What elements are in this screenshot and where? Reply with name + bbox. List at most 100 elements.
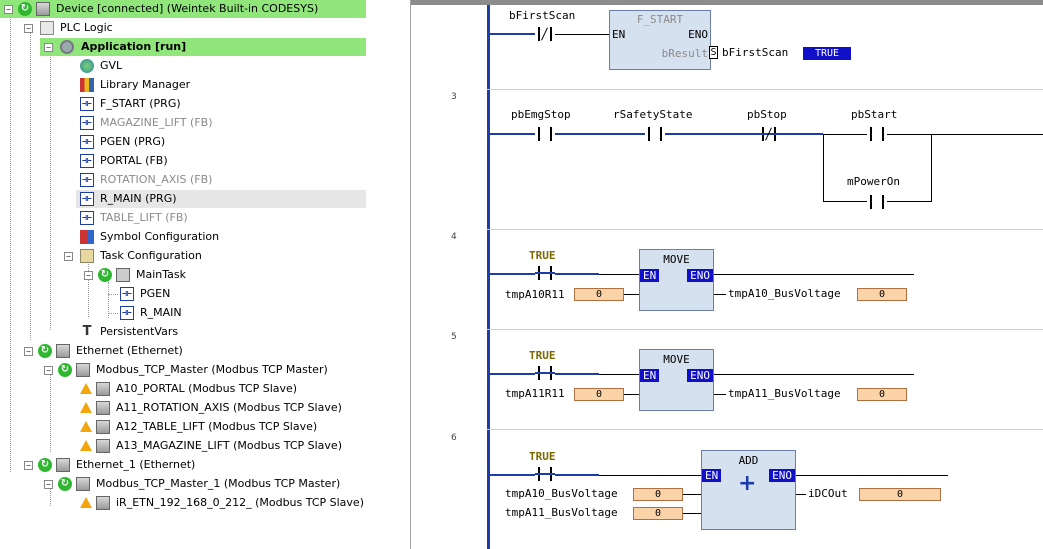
contact-true[interactable] [535, 266, 555, 280]
tree-item-label: iR_ETN_192_168_0_212_ (Modbus TCP Slave) [116, 496, 364, 509]
tree-item-plc-logic[interactable]: − PLC Logic [0, 19, 366, 37]
tree-item-r-main[interactable]: ⊣⊢ R_MAIN (PRG) [76, 190, 366, 208]
wire [599, 274, 639, 275]
tree-item-application[interactable]: − Application [run] [40, 38, 366, 56]
tree-item-label: A13_MAGAZINE_LIFT (Modbus TCP Slave) [116, 439, 342, 452]
tree-item-device[interactable]: − ↻ Device [connected] (Weintek Built-in… [0, 0, 366, 18]
pin-en: EN [612, 28, 626, 41]
online-value-box: 0 [574, 388, 624, 401]
tree-item-library-manager[interactable]: Library Manager [0, 76, 366, 94]
tree-item-gvl[interactable]: GVL [0, 57, 366, 75]
contact-label-bfirstscan: bFirstScan [509, 9, 576, 22]
input-var-tmpa10r11: tmpA10R11 [505, 288, 565, 301]
panel-splitter[interactable] [366, 0, 410, 549]
energized-wire [555, 273, 599, 275]
tree-item-label: A11_ROTATION_AXIS (Modbus TCP Slave) [116, 401, 342, 414]
ladder-editor: bFirstScan F_START EN ENO bResult S bFir… [410, 0, 1043, 549]
contact-rsafetystate[interactable] [645, 127, 665, 141]
pin-eno: ENO [688, 28, 708, 41]
tree-item-table-lift[interactable]: ⊣⊢ TABLE_LIFT (FB) [0, 209, 366, 227]
network-separator [487, 429, 1043, 430]
tree-item-a10-portal[interactable]: A10_PORTAL (Modbus TCP Slave) [0, 380, 366, 398]
collapse-icon[interactable]: − [84, 271, 93, 280]
contact-mpoweron[interactable] [867, 195, 887, 209]
tree-item-a11-rotation-axis[interactable]: A11_ROTATION_AXIS (Modbus TCP Slave) [0, 399, 366, 417]
contact-nc-bfirstscan[interactable] [535, 27, 555, 41]
contact-true[interactable] [535, 467, 555, 481]
ethernet-icon [56, 344, 70, 358]
set-coil[interactable]: S [709, 46, 718, 59]
fb-add[interactable]: ADD EN ENO + [701, 450, 796, 530]
tree-item-persistentvars[interactable]: T PersistentVars [0, 323, 366, 341]
tree-item-portal[interactable]: ⊣⊢ PORTAL (FB) [0, 152, 366, 170]
contact-pbemgstop[interactable] [535, 127, 555, 141]
parallel-branch [823, 134, 824, 202]
contact-online-value: TRUE [529, 450, 556, 463]
output-var-tmpa11-busvoltage: tmpA11_BusVoltage [728, 387, 841, 400]
energized-wire [489, 273, 535, 275]
tree-item-symbol-configuration[interactable]: Symbol Configuration [0, 228, 366, 246]
parallel-branch [931, 134, 932, 202]
wire [624, 394, 639, 395]
program-call-icon: ⊣⊢ [120, 306, 134, 320]
collapse-icon[interactable]: − [44, 366, 53, 375]
collapse-icon[interactable]: − [64, 252, 73, 261]
tree-item-rotation-axis[interactable]: ⊣⊢ ROTATION_AXIS (FB) [0, 171, 366, 189]
wire [555, 34, 609, 35]
tree-item-modbus-tcp-master-1[interactable]: − ↻ Modbus_TCP_Master_1 (Modbus TCP Mast… [0, 475, 366, 493]
tree-item-ethernet[interactable]: − ↻ Ethernet (Ethernet) [0, 342, 366, 360]
wire [887, 201, 931, 202]
warning-icon [80, 497, 92, 508]
modbus-slave-icon [96, 420, 110, 434]
pin-eno: ENO [769, 469, 795, 482]
wire [714, 294, 726, 295]
tree-item-modbus-tcp-master[interactable]: − ↻ Modbus_TCP_Master (Modbus TCP Master… [0, 361, 366, 379]
tree-item-label: PGEN (PRG) [100, 135, 166, 148]
tree-item-f-start[interactable]: ⊣⊢ F_START (PRG) [0, 95, 366, 113]
tree-item-a12-table-lift[interactable]: A12_TABLE_LIFT (Modbus TCP Slave) [0, 418, 366, 436]
energized-wire [489, 373, 535, 375]
modbus-slave-icon [96, 401, 110, 415]
tree-item-task-pgen[interactable]: ⊣⊢ PGEN [0, 285, 366, 303]
tree-item-label: Ethernet_1 (Ethernet) [76, 458, 196, 471]
online-value-box: 0 [857, 288, 907, 301]
contact-true[interactable] [535, 366, 555, 380]
contact-pbstart[interactable] [867, 127, 887, 141]
tree-item-label: TABLE_LIFT (FB) [100, 211, 188, 224]
tree-item-pgen[interactable]: ⊣⊢ PGEN (PRG) [0, 133, 366, 151]
collapse-icon[interactable]: − [44, 43, 53, 52]
tree-item-label: A10_PORTAL (Modbus TCP Slave) [116, 382, 298, 395]
ladder-pou-icon: ⊣⊢ [80, 135, 94, 149]
tree-item-task-r-main[interactable]: ⊣⊢ R_MAIN [0, 304, 366, 322]
wire [823, 201, 867, 202]
connected-status-icon: ↻ [38, 344, 52, 358]
network-number: 5 [451, 332, 457, 342]
contact-nc-pbstop[interactable] [759, 127, 779, 141]
tree-item-maintask[interactable]: − ↻ MainTask [0, 266, 366, 284]
online-value-box: 0 [633, 488, 683, 501]
tree-item-task-configuration[interactable]: − Task Configuration [0, 247, 366, 265]
online-value-true: TRUE [803, 47, 851, 60]
collapse-icon[interactable]: − [24, 347, 33, 356]
fb-move[interactable]: MOVE EN ENO [639, 249, 714, 311]
collapse-icon[interactable]: − [4, 5, 13, 14]
fb-title: ADD [738, 454, 759, 467]
tree-item-ethernet-1[interactable]: − ↻ Ethernet_1 (Ethernet) [0, 456, 366, 474]
energized-wire [489, 474, 535, 476]
tree-item-label: PGEN [140, 287, 171, 300]
collapse-icon[interactable]: − [24, 461, 33, 470]
online-value-box: 0 [857, 388, 907, 401]
tree-item-ir-etn[interactable]: iR_ETN_192_168_0_212_ (Modbus TCP Slave) [0, 494, 366, 512]
energized-wire [665, 133, 759, 135]
tree-item-a13-magazine-lift[interactable]: A13_MAGAZINE_LIFT (Modbus TCP Slave) [0, 437, 366, 455]
tree-guide [50, 372, 51, 452]
collapse-icon[interactable]: − [24, 24, 33, 33]
wire [683, 494, 701, 495]
contact-label-pbstop: pbStop [747, 108, 787, 121]
collapse-icon[interactable]: − [44, 480, 53, 489]
tree-item-magazine-lift[interactable]: ⊣⊢ MAGAZINE_LIFT (FB) [0, 114, 366, 132]
fb-f-start[interactable]: F_START EN ENO bResult [609, 10, 711, 70]
tree-item-label: GVL [100, 59, 123, 72]
tree-item-label: Symbol Configuration [100, 230, 220, 243]
fb-move[interactable]: MOVE EN ENO [639, 349, 714, 411]
